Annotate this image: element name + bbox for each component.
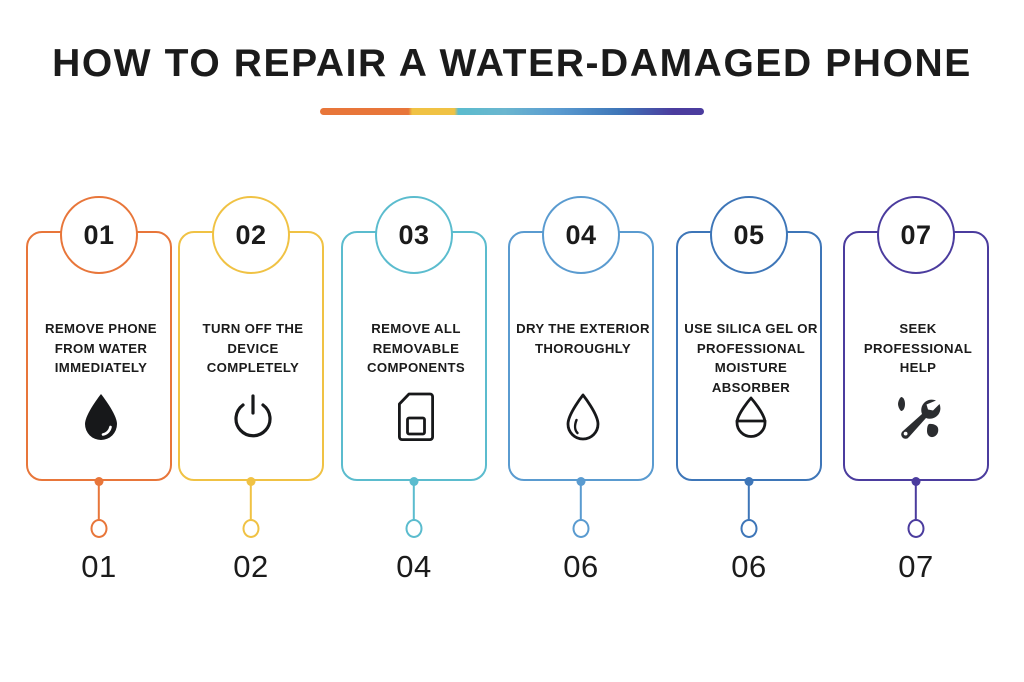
step-number: 04	[565, 219, 597, 250]
step-number: 02	[235, 219, 267, 250]
connector-line	[249, 483, 253, 521]
connector-line	[747, 483, 751, 521]
step-description: DRY THE EXTERIOR THOROUGHLY	[516, 321, 650, 356]
connector-dot	[911, 477, 921, 486]
step-description: REMOVE ALL REMOVABLE COMPONENTS	[366, 321, 465, 376]
step-bottom-label: 01	[81, 549, 117, 584]
title-divider	[320, 108, 704, 115]
step-connector	[88, 477, 110, 549]
sim-card-icon	[343, 389, 489, 445]
step-bottom-label: 04	[396, 549, 432, 584]
step-connector	[570, 477, 592, 549]
connector-dot	[409, 477, 419, 486]
step-number: 07	[900, 219, 932, 250]
step-connector	[403, 477, 425, 549]
connector-ring	[405, 519, 423, 538]
connector-ring	[907, 519, 925, 538]
water-drop-outline-icon	[510, 389, 656, 445]
step-description: USE SILICA GEL OR PROFESSIONAL MOISTURE …	[684, 321, 818, 395]
connector-dot	[576, 477, 586, 486]
step-connector	[905, 477, 927, 549]
step-connector	[738, 477, 760, 549]
step-number-circle: 05	[710, 196, 788, 274]
connector-line	[579, 483, 583, 521]
step-description: TURN OFF THE DEVICE COMPLETELY	[202, 321, 304, 376]
connector-line	[97, 483, 101, 521]
moisture-absorber-icon	[678, 389, 824, 445]
step-bottom-label: 07	[898, 549, 934, 584]
step-connector	[240, 477, 262, 549]
step-number-circle: 01	[60, 196, 138, 274]
step-description: REMOVE PHONE FROM WATER IMMEDIATELY	[45, 321, 157, 376]
step-number-circle: 04	[542, 196, 620, 274]
water-drop-filled-icon	[28, 389, 174, 445]
step-bottom-label: 06	[563, 549, 599, 584]
page-title: HOW TO REPAIR A WATER-DAMAGED PHONE	[52, 42, 972, 85]
step-number: 05	[733, 219, 765, 250]
connector-line	[914, 483, 918, 521]
step-number-circle: 03	[375, 196, 453, 274]
step-bottom-label: 06	[731, 549, 767, 584]
connector-line	[412, 483, 416, 521]
connector-ring	[242, 519, 260, 538]
connector-dot	[94, 477, 104, 486]
step-card[interactable]: REMOVE ALL REMOVABLE COMPONENTS	[341, 229, 489, 481]
wrench-tools-icon	[845, 389, 991, 445]
step-description: SEEK PROFESSIONAL HELP	[863, 321, 973, 376]
step-number-circle: 02	[212, 196, 290, 274]
step-number-circle: 07	[877, 196, 955, 274]
connector-ring	[572, 519, 590, 538]
power-button-icon	[180, 389, 326, 445]
step-number: 03	[398, 219, 430, 250]
connector-ring	[90, 519, 108, 538]
step-bottom-label: 02	[233, 549, 269, 584]
connector-dot	[744, 477, 754, 486]
step-number: 01	[83, 219, 115, 250]
header: HOW TO REPAIR A WATER-DAMAGED PHONE	[0, 0, 1024, 115]
connector-ring	[740, 519, 758, 538]
connector-dot	[246, 477, 256, 486]
